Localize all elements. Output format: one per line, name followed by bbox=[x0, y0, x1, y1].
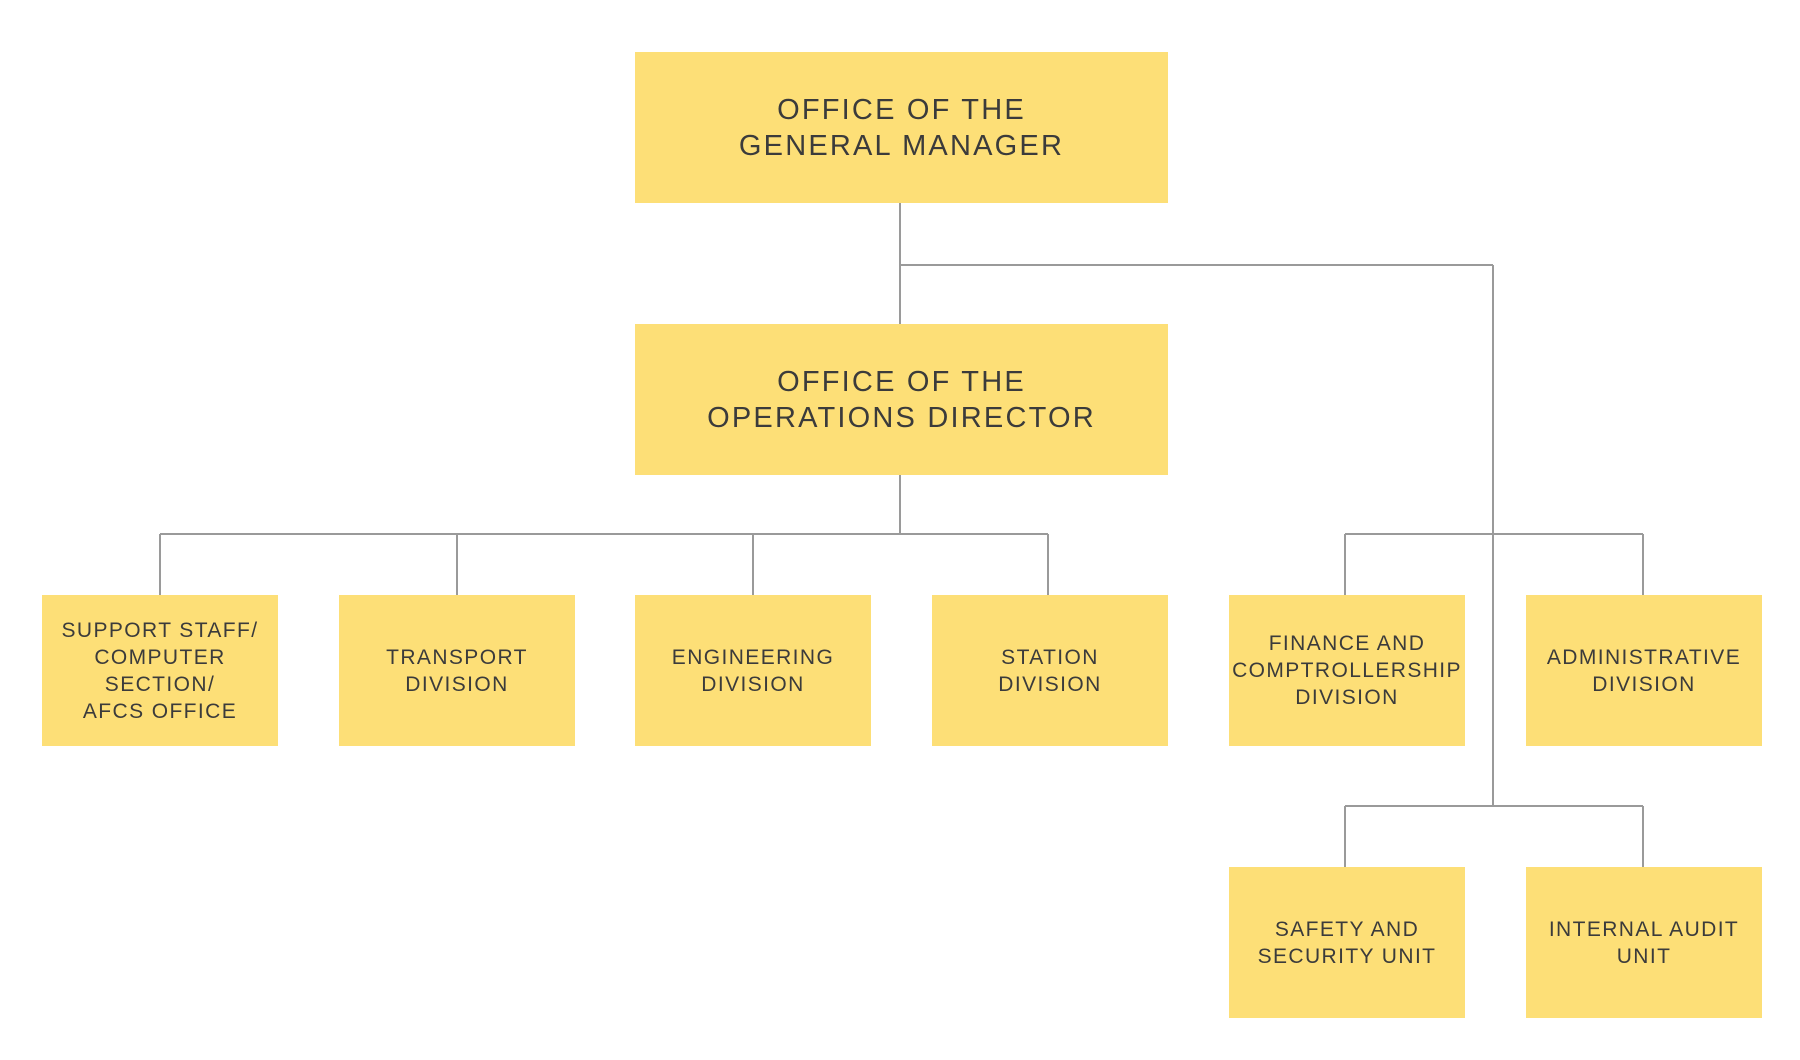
node-label-line: DIVISION bbox=[405, 672, 509, 696]
node-label-line: SUPPORT STAFF/ bbox=[61, 618, 259, 642]
node-label-line: OPERATIONS DIRECTOR bbox=[707, 401, 1096, 434]
node-label-line: DIVISION bbox=[1592, 672, 1696, 696]
node-label-line: SECTION/ bbox=[104, 672, 216, 696]
node-label-line: COMPUTER bbox=[94, 645, 226, 669]
node-label-line: ADMINISTRATIVE bbox=[1546, 645, 1742, 669]
node-label-line: AFCS OFFICE bbox=[82, 699, 238, 723]
node-label-line: INTERNAL AUDIT bbox=[1548, 917, 1740, 941]
node-label-line: UNIT bbox=[1616, 944, 1672, 968]
node-safety-security-unit: SAFETY AND SECURITY UNIT bbox=[1229, 867, 1465, 1018]
node-label-line: OFFICE OF THE bbox=[777, 93, 1026, 126]
node-label-line: DIVISION bbox=[1295, 686, 1399, 709]
node-label-line: OFFICE OF THE bbox=[777, 365, 1026, 398]
node-support-staff: SUPPORT STAFF/ COMPUTER SECTION/ AFCS OF… bbox=[42, 595, 278, 746]
node-label-line: SECURITY UNIT bbox=[1257, 944, 1437, 968]
node-internal-audit-unit: INTERNAL AUDIT UNIT bbox=[1526, 867, 1762, 1018]
node-label-line: ENGINEERING bbox=[671, 645, 835, 669]
node-engineering-division: ENGINEERING DIVISION bbox=[635, 595, 871, 746]
node-label-line: STATION bbox=[1001, 645, 1099, 669]
node-label-line: COMPTROLLERSHIP bbox=[1232, 659, 1462, 682]
node-general-manager: OFFICE OF THE GENERAL MANAGER bbox=[635, 52, 1168, 203]
node-administrative-division: ADMINISTRATIVE DIVISION bbox=[1526, 595, 1762, 746]
node-label-line: FINANCE AND bbox=[1268, 632, 1426, 655]
node-operations-director: OFFICE OF THE OPERATIONS DIRECTOR bbox=[635, 324, 1168, 475]
node-label-line: DIVISION bbox=[998, 672, 1102, 696]
node-finance-division: FINANCE AND COMPTROLLERSHIP DIVISION bbox=[1229, 595, 1465, 746]
node-label-line: GENERAL MANAGER bbox=[738, 129, 1065, 162]
node-label-line: SAFETY AND bbox=[1274, 917, 1420, 941]
node-label-line: DIVISION bbox=[701, 672, 805, 696]
node-transport-division: TRANSPORT DIVISION bbox=[339, 595, 575, 746]
node-station-division: STATION DIVISION bbox=[932, 595, 1168, 746]
node-label-line: TRANSPORT bbox=[386, 645, 528, 669]
